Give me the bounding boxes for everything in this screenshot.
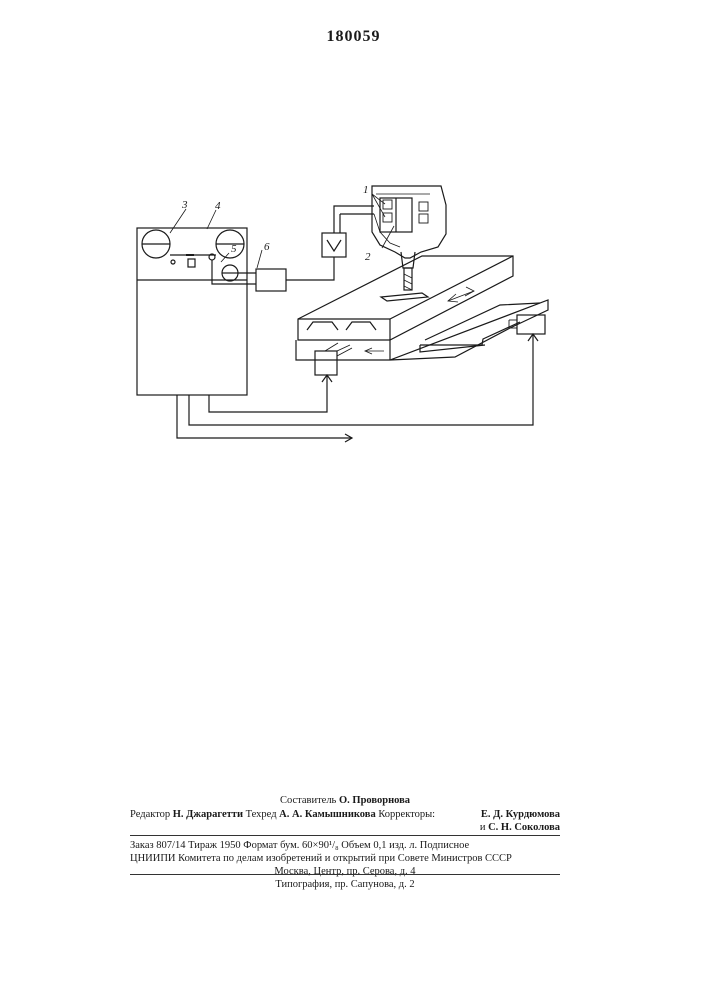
- compiler-line: Составитель О. Проворнова: [130, 794, 560, 807]
- left-drive-motor: [315, 343, 352, 375]
- address-line: Москва, Центр, пр. Серова, д. 4: [130, 865, 560, 878]
- block-6: [256, 269, 286, 291]
- workpiece: [381, 293, 428, 301]
- corrector-1: Е. Д. Курдюмова: [481, 809, 560, 820]
- figure-label-4: 4: [215, 200, 221, 212]
- order-line: Заказ 807/14 Тираж 1950 Формат бум. 60×9…: [130, 839, 560, 852]
- institution-line: ЦНИИПИ Комитета по делам изобретений и о…: [130, 852, 560, 865]
- editors-block: Редактор Н. Джарагетти Техред А. А. Камы…: [130, 808, 560, 834]
- spindle-head: [372, 186, 446, 258]
- correctors-list: Е. Д. Курдюмова и С. Н. Соколова: [480, 808, 560, 834]
- divider-top: [130, 835, 560, 836]
- line-6-to-amplifier: [286, 257, 334, 280]
- compiler-name: О. Проворнова: [339, 795, 410, 806]
- patent-figure: 3 4 5 6 1 2: [0, 0, 707, 760]
- figure-label-2: 2: [365, 251, 371, 263]
- order-block: Заказ 807/14 Тираж 1950 Формат бум. 60×9…: [130, 839, 560, 878]
- figure-label-1: 1: [363, 184, 369, 196]
- signal-lines: [177, 334, 538, 442]
- techred-label: Техред: [246, 809, 277, 820]
- figure-label-6: 6: [264, 241, 270, 253]
- printer-line: Типография, пр. Сапунова, д. 2: [130, 878, 560, 891]
- editor-label: Редактор: [130, 809, 170, 820]
- corrector-2: С. Н. Соколова: [488, 822, 560, 833]
- divider-bottom: [130, 874, 560, 875]
- corrector-2-prefix: и: [480, 822, 486, 833]
- editors-left: Редактор Н. Джарагетти Техред А. А. Камы…: [130, 808, 435, 834]
- editor-name: Н. Джарагетти: [173, 809, 243, 820]
- amplifier: [322, 233, 346, 257]
- compiler-label: Составитель: [280, 795, 336, 806]
- figure-label-3: 3: [181, 199, 188, 211]
- tape-reels: [142, 230, 244, 267]
- figure-label-5: 5: [231, 243, 237, 255]
- leader-lines: [170, 209, 262, 268]
- techred-name: А. А. Камышникова: [279, 809, 376, 820]
- correctors-label: Корректоры:: [378, 809, 435, 820]
